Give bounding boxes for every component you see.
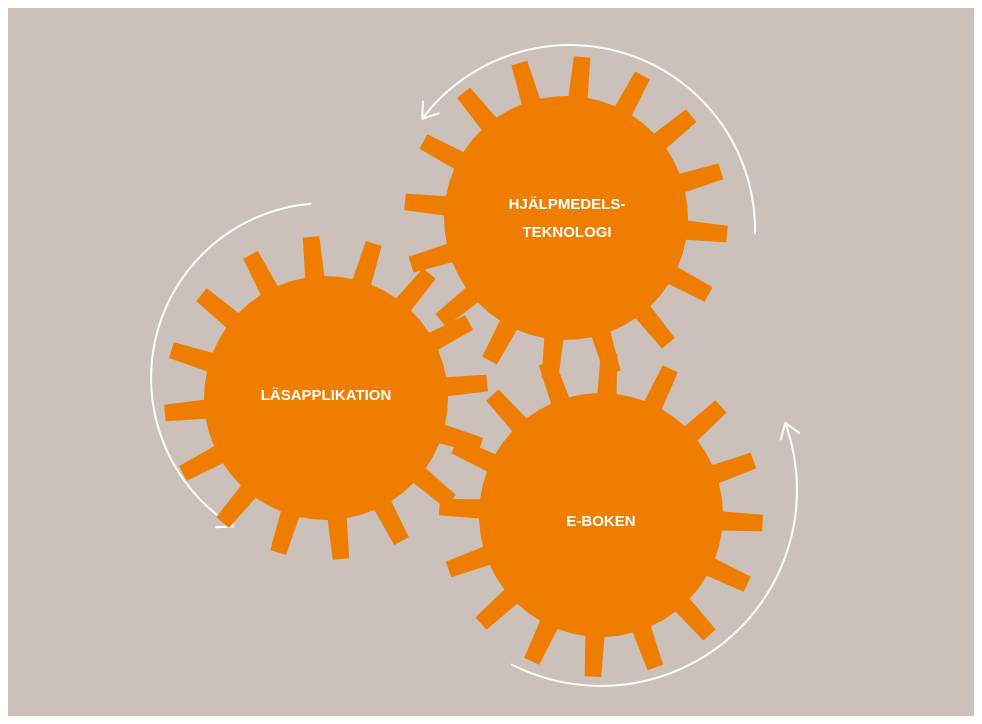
- arrow-top-right: [421, 44, 757, 235]
- gear-hjalpmedelsteknologi: HJÄLPMEDELS- TEKNOLOGI: [404, 56, 728, 380]
- gear-shape-lasapplikation: [164, 236, 488, 560]
- gear-shape-e-boken: [439, 353, 763, 677]
- gear-label-hjalpmedelsteknologi-line1: HJÄLPMEDELS-: [509, 196, 626, 213]
- arrow-bottom-right: [511, 422, 801, 687]
- gear-label-hjalpmedelsteknologi-line2: TEKNOLOGI: [522, 224, 611, 241]
- gear-label-e-boken: E-BOKEN: [566, 513, 635, 530]
- gear-shape-hjalpmedelsteknologi: [404, 56, 728, 380]
- gear-label-lasapplikation: LÄSAPPLIKATION: [261, 387, 392, 404]
- cycle-arrows: [150, 44, 801, 687]
- gear-lasapplikation: LÄSAPPLIKATION: [164, 236, 488, 560]
- gear-e-boken: E-BOKEN: [439, 353, 763, 677]
